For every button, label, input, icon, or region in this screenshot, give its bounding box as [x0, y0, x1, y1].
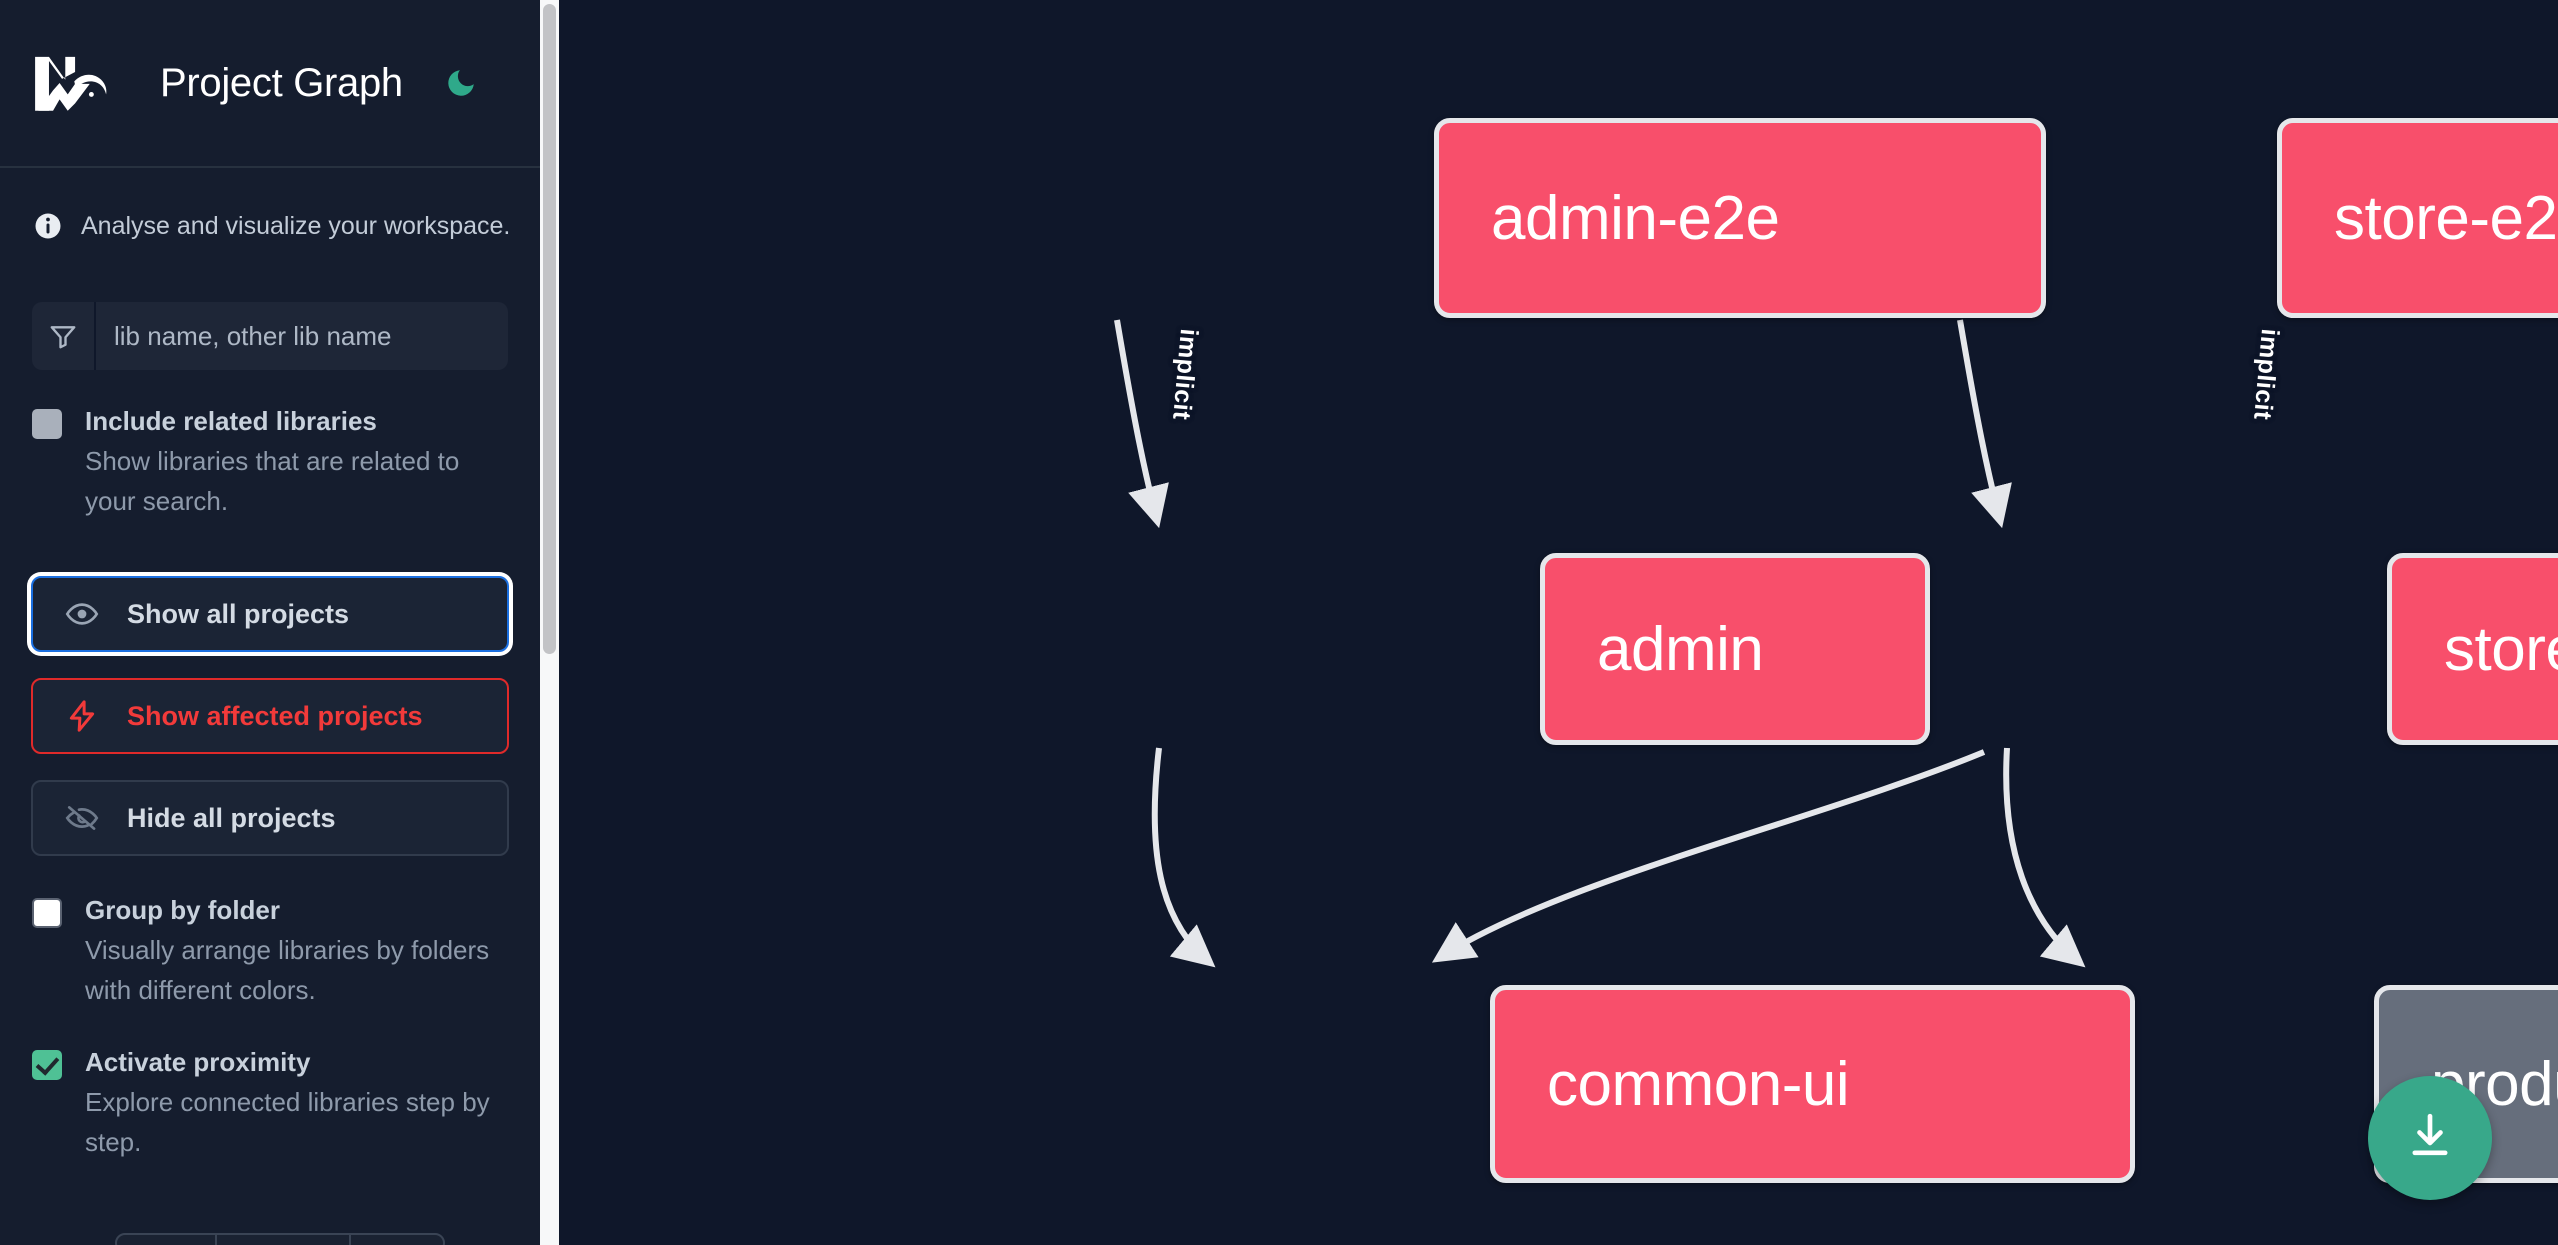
show-affected-projects-button[interactable]: Show affected projects: [31, 678, 509, 754]
group-by-folder-label: Group by folder: [85, 895, 280, 925]
graph-node-store[interactable]: store: [2387, 553, 2558, 745]
sidebar-scrollbar[interactable]: [540, 0, 559, 1245]
edge-admin-to-common-ui: [1151, 747, 1216, 968]
activate-proximity-description: Explore connected libraries step by step…: [85, 1087, 490, 1157]
proximity-step-control[interactable]: [115, 1233, 445, 1245]
hide-all-projects-button[interactable]: Hide all projects: [31, 780, 509, 856]
tagline-text: Analyse and visualize your workspace.: [81, 211, 511, 240]
info-icon: [33, 211, 63, 241]
graph-node-label: admin: [1597, 614, 1764, 684]
graph-node-label: common-ui: [1547, 1049, 1850, 1119]
search-input[interactable]: [96, 302, 508, 370]
action-button-group: Show all projects Show affected projects: [0, 576, 540, 856]
group-by-folder-description: Visually arrange libraries by folders wi…: [85, 935, 490, 1005]
include-related-libraries-description: Show libraries that are related to your …: [85, 446, 460, 516]
activate-proximity-checkbox[interactable]: [32, 1050, 62, 1080]
graph-edges: [1114, 319, 2086, 968]
graph-node-label: admin-e2e: [1491, 183, 1780, 253]
include-related-libraries-label: Include related libraries: [85, 406, 377, 436]
sidebar-header: Project Graph: [0, 0, 540, 168]
graph-node-common-ui[interactable]: common-ui: [1490, 985, 2135, 1183]
option-group-by-folder[interactable]: Group by folder Visually arrange librari…: [0, 894, 540, 1010]
show-affected-projects-label: Show affected projects: [127, 700, 423, 731]
sidebar: Project Graph Analyse and visualize yo: [0, 0, 559, 1245]
edge-store-to-products: [2003, 747, 2086, 968]
sidebar-scrollbar-thumb[interactable]: [543, 4, 556, 654]
moon-icon[interactable]: [441, 63, 481, 103]
graph-node-store-e2e[interactable]: store-e2e: [2277, 118, 2558, 318]
download-icon: [2402, 1108, 2458, 1169]
eye-slash-icon: [65, 800, 109, 836]
graph-node-label: store-e2e: [2334, 183, 2558, 253]
graph-node-admin-e2e[interactable]: admin-e2e: [1434, 118, 2046, 318]
edge-admin-e2e-to-admin: [1114, 319, 1169, 529]
show-all-projects-label: Show all projects: [127, 598, 350, 629]
group-by-folder-checkbox[interactable]: [32, 898, 62, 928]
lightning-icon: [65, 698, 109, 734]
hide-all-projects-label: Hide all projects: [127, 802, 336, 833]
nx-logo-icon: [30, 52, 112, 114]
graph-node-label: store: [2444, 614, 2558, 684]
eye-icon: [65, 596, 109, 632]
workspace-tagline: Analyse and visualize your workspace.: [0, 168, 540, 241]
activate-proximity-label: Activate proximity: [85, 1047, 311, 1077]
graph-node-admin[interactable]: admin: [1540, 553, 1930, 745]
edge-store-e2e-to-store: [1957, 319, 2012, 529]
include-related-libraries-checkbox[interactable]: [32, 409, 62, 439]
show-all-projects-button[interactable]: Show all projects: [31, 576, 509, 652]
edge-store-to-common-ui: [1431, 749, 1986, 963]
search-bar[interactable]: [32, 302, 508, 370]
option-activate-proximity[interactable]: Activate proximity Explore connected lib…: [0, 1046, 540, 1162]
option-include-related-libraries[interactable]: Include related libraries Show libraries…: [0, 405, 540, 521]
filter-icon: [32, 302, 96, 370]
page-title: Project Graph: [160, 60, 403, 105]
download-button[interactable]: [2368, 1076, 2492, 1200]
graph-canvas[interactable]: implicit implicit admin-e2e store-e2e ad…: [559, 0, 2558, 1245]
